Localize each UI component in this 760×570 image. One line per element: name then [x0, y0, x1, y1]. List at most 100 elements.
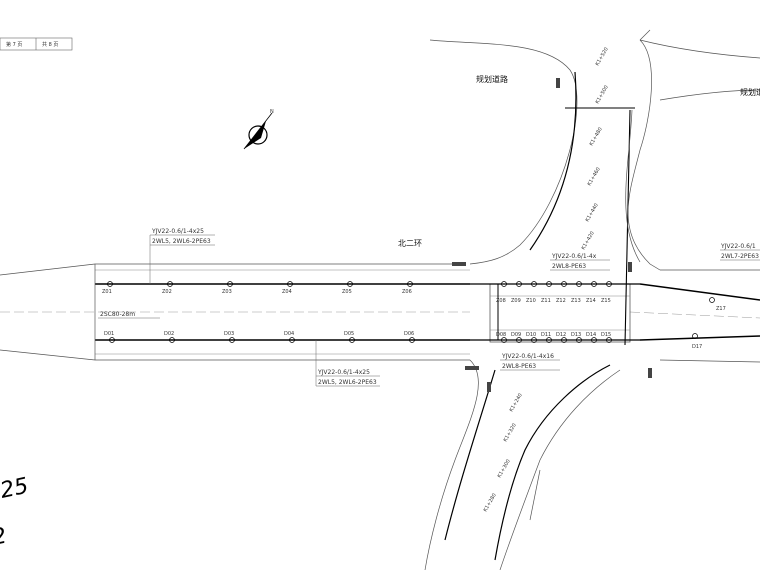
lamp-label: Z09 — [511, 298, 521, 304]
upper-lamp-row: Z01 Z02 Z03 Z04 Z05 Z06 — [102, 281, 413, 295]
lamp-icon — [576, 337, 582, 343]
lamp-label: D13 — [571, 332, 581, 338]
lamp-icon — [349, 337, 355, 343]
lamp-icon — [561, 281, 567, 287]
lamp-label: Z04 — [282, 289, 292, 295]
lamp-label: Z03 — [222, 289, 232, 295]
south-branch-road — [424, 359, 621, 570]
lamp-icon — [109, 337, 115, 343]
cable-circuit: 2WL5, 2WL6-2PE63 — [318, 379, 377, 386]
lamp-icon — [227, 281, 233, 287]
lamp-icon — [501, 281, 507, 287]
lamp-label: Z14 — [586, 298, 596, 304]
chainage-label: K1+440 — [585, 203, 600, 223]
chainage-label: K1+500 — [595, 85, 610, 105]
lamp-label: Z01 — [102, 289, 112, 295]
lamp-icon — [347, 281, 353, 287]
planned-road-right-label: 规划道 — [740, 87, 760, 97]
lamp-label: D17 — [692, 344, 702, 350]
cable-spec: YJV22-0.6/1-4x25 — [317, 369, 370, 376]
lamp-label: Z02 — [162, 289, 172, 295]
lamp-label: Z12 — [556, 298, 566, 304]
lamp-icon — [407, 281, 413, 287]
lamp-label: D03 — [224, 331, 234, 337]
lamp-icon — [516, 337, 522, 343]
chainage-label: K1+420 — [581, 231, 596, 251]
lamp-label: Z11 — [541, 298, 551, 304]
lamp-label: Z08 — [496, 298, 506, 304]
lamp-icon — [501, 337, 507, 343]
intersection — [470, 109, 640, 346]
lamp-label: Z06 — [402, 289, 412, 295]
cable-spec: YJV22-0.6/1-4x16 — [501, 353, 554, 360]
lamp-icon — [409, 337, 415, 343]
right-lamps: Z17 D17 — [692, 297, 726, 350]
junction-lamp-row: Z08 Z09 Z10 Z11 Z12 Z13 Z14 Z15 — [496, 281, 612, 304]
lower-lamp-row: D01 D02 D03 D04 D05 D06 — [104, 331, 415, 343]
chainage-label: K1+480 — [589, 127, 604, 147]
lamp-label: D09 — [511, 332, 521, 338]
lamp-icon — [531, 281, 537, 287]
cable-callout-lower-left: YJV22-0.6/1-4x25 2WL5, 2WL6-2PE63 — [315, 340, 380, 387]
cable-spec: YJV22-0.6/1-4x25 — [151, 228, 204, 235]
lamp-icon — [606, 281, 612, 287]
chainage-label: K1+320 — [503, 423, 518, 443]
lamp-icon — [546, 337, 552, 343]
cable-circuit: 2WL8-PE63 — [502, 363, 536, 370]
lamp-label: Z17 — [716, 306, 726, 312]
lamp-icon — [576, 281, 582, 287]
lamp-label: D12 — [556, 332, 566, 338]
lamp-label: D15 — [601, 332, 611, 338]
chainage-label: K1+280 — [483, 493, 498, 513]
conduit-label: 2SC80-28m — [100, 311, 135, 318]
conduit-note: 2SC80-28m — [98, 311, 160, 319]
lamp-label: D01 — [104, 331, 114, 337]
lamp-icon — [107, 281, 113, 287]
chainage-label: K1+240 — [509, 393, 524, 413]
lamp-icon — [167, 281, 173, 287]
corner-large-digit-2: 2 — [0, 524, 9, 551]
planned-road-label: 规划道路 — [476, 74, 508, 84]
lamp-label: Z15 — [601, 298, 611, 304]
north-ring-label: 北二环 — [398, 239, 422, 248]
north-compass-icon: N — [243, 109, 274, 150]
lamp-label: Z05 — [342, 289, 352, 295]
lamp-label: Z10 — [526, 298, 536, 304]
cable-callout-junction-lower: YJV22-0.6/1-4x16 2WL8-PE63 — [500, 353, 560, 371]
lamp-label: Z13 — [571, 298, 581, 304]
lamp-icon — [606, 337, 612, 343]
lamp-label: D02 — [164, 331, 174, 337]
lamp-icon — [516, 281, 522, 287]
lamp-label: D06 — [404, 331, 414, 337]
chainage-labels: K1+520K1+500K1+480K1+460K1+440K1+420K1+3… — [483, 47, 610, 513]
cable-callout-upper-left: YJV22-0.6/1-4x25 2WL5, 2WL6-2PE63 — [149, 228, 215, 284]
cable-spec: YJV22-0.6/1 — [720, 243, 756, 250]
cable-spec: YJV22-0.6/1-4x — [551, 253, 597, 260]
sheet-number: 第 7 页 — [6, 41, 22, 48]
north-ring-road — [0, 263, 760, 363]
north-label: N — [270, 109, 274, 115]
lamp-icon — [591, 281, 597, 287]
lamp-icon — [289, 337, 295, 343]
north-branch-road — [429, 29, 760, 271]
lamp-icon — [229, 337, 235, 343]
cable-circuit: 2WL5, 2WL6-2PE63 — [152, 238, 211, 245]
lamp-icon — [531, 337, 537, 343]
lamp-icon — [546, 281, 552, 287]
sheet-total: 共 8 页 — [42, 41, 58, 48]
lamp-label: D14 — [586, 332, 596, 338]
lamp-label: D11 — [541, 332, 551, 338]
lamp-icon — [561, 337, 567, 343]
lamp-label: D05 — [344, 331, 354, 337]
lamp-icon — [169, 337, 175, 343]
title-block: 第 7 页 共 8 页 — [0, 37, 73, 51]
chainage-label: K1+300 — [497, 459, 512, 479]
cable-circuit: 2WL7-2PE63 — [721, 253, 759, 260]
lamp-icon — [287, 281, 293, 287]
chainage-label: K1+460 — [587, 167, 602, 187]
lamp-label: D04 — [284, 331, 294, 337]
crosswalks — [452, 78, 652, 392]
lamp-label: D10 — [526, 332, 536, 338]
